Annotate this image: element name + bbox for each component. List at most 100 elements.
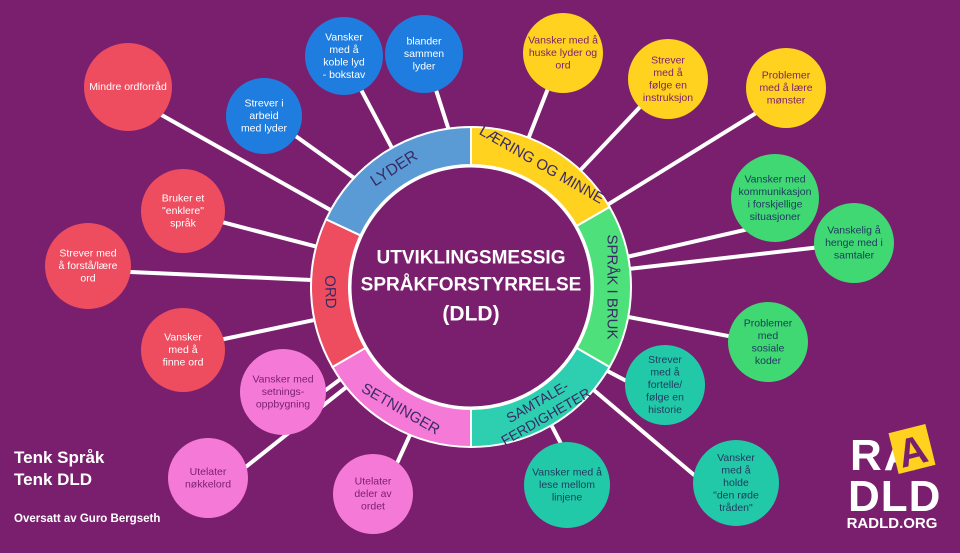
- bubble-text: situasjoner: [750, 211, 801, 223]
- footer-line-1: Tenk Språk: [14, 448, 105, 467]
- bubble-text: ord: [80, 273, 95, 285]
- bubble-text: Problemer: [744, 317, 793, 329]
- bubble-text: med å lære: [759, 82, 812, 94]
- bubble-text: språk: [170, 218, 196, 230]
- connector-line: [294, 134, 356, 180]
- center-title-line: SPRÅKFORSTYRRELSE: [361, 275, 582, 296]
- bubble: Mindre ordforråd: [84, 43, 172, 131]
- bubble-text: lese mellom: [539, 479, 595, 491]
- connector-line: [626, 314, 731, 339]
- bubble-circle: [385, 15, 463, 93]
- bubble-text: koder: [755, 355, 782, 367]
- translator-credit: Oversatt av Guro Bergseth: [14, 513, 161, 525]
- center-title: UTVIKLINGSMESSIG SPRÅKFORSTYRRELSE (DLD): [361, 248, 582, 326]
- bubble-text: "enklere": [162, 205, 204, 217]
- segment-label-line: ORD: [321, 275, 339, 309]
- bubble-text: Vansker: [717, 452, 755, 464]
- bubble-text: Vansker med å: [528, 35, 598, 47]
- bubble-text: finne ord: [163, 357, 204, 369]
- bubble-text: nøkkelord: [185, 478, 231, 490]
- bubble-text: historie: [648, 404, 682, 416]
- bubble-circle: [305, 17, 383, 95]
- bubble-text: oppbygning: [256, 399, 310, 411]
- footer-line-2: Tenk DLD: [14, 470, 93, 489]
- bubble-text: samtaler: [834, 250, 875, 262]
- segment-label: SPRÅK I BRUK: [604, 234, 621, 339]
- bubble-circle: [168, 438, 248, 518]
- bubble-circle: [625, 345, 705, 425]
- bubble-text: fortelle/: [648, 379, 683, 391]
- bubble-text: huske lyder og: [529, 47, 597, 59]
- bubble-text: instruksjon: [643, 92, 693, 104]
- bubble-circle: [731, 154, 819, 242]
- bubble-text: Strever: [648, 354, 682, 366]
- connector-line: [359, 88, 394, 150]
- bubble-circle: [746, 48, 826, 128]
- bubble-text: arbeid: [249, 110, 278, 122]
- bubble-text: Vanskelig å: [827, 225, 881, 237]
- bubble-text: sammen: [404, 48, 444, 60]
- bubble-text: Strever i: [244, 98, 283, 110]
- bubble-circle: [141, 308, 225, 392]
- bubble-text: Utelater: [190, 466, 227, 478]
- bubble-text: å forstå/lære: [59, 260, 118, 272]
- bubble-text: koble lyd: [323, 56, 365, 68]
- bubble-text: Vansker med å: [532, 467, 602, 479]
- connector-line: [578, 105, 642, 173]
- bubble-circle: [45, 223, 131, 309]
- bubble-text: i forskjellige: [748, 198, 803, 210]
- connector-line: [605, 368, 628, 383]
- bubble-text: med: [758, 330, 779, 342]
- connector-line: [626, 227, 747, 259]
- bubble-text: Strever med: [59, 248, 116, 260]
- connector-line: [606, 111, 758, 207]
- bubble-circle: [524, 442, 610, 528]
- bubble-text: Problemer: [762, 70, 811, 82]
- connector-line: [591, 387, 696, 477]
- bubble-text: setnings-: [262, 386, 305, 398]
- bubble-text: Vansker: [164, 332, 202, 344]
- bubble-text: ordet: [361, 501, 385, 513]
- center-title-line: (DLD): [442, 303, 499, 326]
- bubble-text: blander: [406, 36, 442, 48]
- connector-line: [159, 113, 333, 213]
- bubble-text: linjene: [552, 492, 583, 504]
- bubble-circle: [628, 39, 708, 119]
- connector-line: [549, 423, 563, 445]
- bubble-circle: [141, 169, 225, 253]
- bubble-text: Mindre ordforråd: [89, 81, 167, 93]
- bubble-text: følge en: [649, 79, 687, 91]
- bubble-text: holde: [723, 477, 749, 489]
- bubble-text: Vansker med: [252, 374, 313, 386]
- connector-line: [128, 269, 314, 282]
- bubble-text: Strever: [651, 54, 685, 66]
- bubble-text: deler av: [354, 488, 392, 500]
- bubble-circle: [84, 43, 172, 131]
- bubble-circle: [693, 440, 779, 526]
- bubble-text: tråden": [719, 502, 753, 514]
- bubble-text: med å: [650, 367, 679, 379]
- bubble-text: med lyder: [241, 123, 288, 135]
- bubble-circle: [523, 13, 603, 93]
- bubble-text: Vansker: [325, 31, 363, 43]
- bubble-text: kommunikasjon: [739, 186, 812, 198]
- center-title-line: UTVIKLINGSMESSIG: [377, 248, 566, 269]
- logo-letters-bottom: DLD: [848, 472, 941, 521]
- connector-line: [526, 87, 550, 140]
- logo-accent: [888, 424, 936, 474]
- bubble-text: "den røde: [713, 490, 759, 502]
- bubble-text: med å: [653, 67, 682, 79]
- bubble-circle: [333, 454, 413, 534]
